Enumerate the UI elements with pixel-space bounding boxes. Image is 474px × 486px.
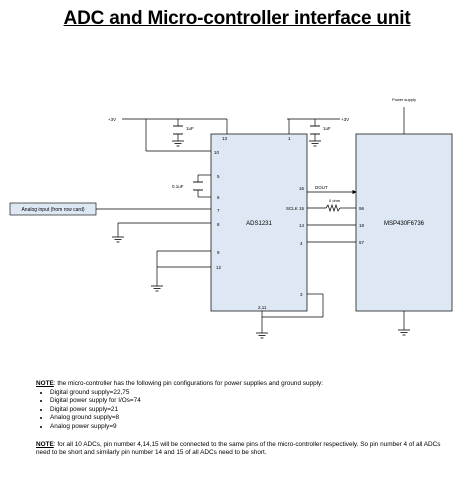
pin-label: 57 — [359, 240, 365, 245]
ground-icon — [172, 140, 184, 147]
pin-label: 15 — [299, 206, 305, 211]
list-item: Analog ground supply=8 — [50, 414, 446, 423]
list-item: Analog power supply=9 — [50, 423, 446, 432]
schematic-diagram: ADS1231 MSP430F6736 — [9, 97, 453, 339]
pin-label: 16 — [299, 186, 305, 191]
pin-config-list: Digital ground supply=22,75 Digital powe… — [36, 389, 446, 432]
pin-label: 9 — [217, 250, 220, 255]
ground-icon — [112, 236, 124, 243]
capacitor-icon — [193, 181, 203, 191]
list-item: Digital power supply for I/Os=74 — [50, 397, 446, 406]
adc-name: ADS1231 — [246, 221, 272, 227]
cap-label-right: 1uF — [323, 126, 331, 131]
pin-label: 14 — [299, 223, 305, 228]
pin-label: 5 — [217, 174, 220, 179]
ground-icon — [151, 285, 163, 292]
pin-label: 10 — [214, 150, 220, 155]
notes-section: NOTE: the micro-controller has the follo… — [36, 380, 446, 458]
analog-input-label: Analog input (from row card) — [21, 207, 84, 213]
pin-label: 7 — [217, 208, 220, 213]
cap-label-left: 1uF — [186, 126, 194, 131]
ground-icon — [256, 332, 268, 339]
capacitor-icon — [173, 125, 183, 135]
dout-label: DOUT — [315, 185, 328, 190]
page-title: ADC and Micro-controller interface unit — [63, 8, 411, 29]
resistor-symbol — [325, 203, 341, 213]
list-item: Digital ground supply=22,75 — [50, 389, 446, 398]
note-2: NOTE: for all 10 ADCs, pin number 4,14,1… — [36, 441, 446, 458]
note-text: : for all 10 ADCs, pin number 4,14,15 wi… — [36, 440, 441, 457]
analog-input-box — [9, 202, 97, 216]
pin-label: 1 — [288, 136, 291, 141]
pin-label: 6 — [217, 195, 220, 200]
adc-chip — [210, 133, 308, 312]
sclk-label: SCLK — [286, 206, 298, 211]
ground-icon — [398, 329, 410, 336]
mcu-name: MSP430F6736 — [384, 221, 425, 227]
pin-label: 18 — [359, 223, 365, 228]
note-tag: NOTE — [36, 440, 54, 448]
pin-label: 3 — [300, 292, 303, 297]
pin-label: 12 — [216, 265, 222, 270]
mcu-supply-label: Power supply — [392, 97, 416, 102]
capacitor-icon — [310, 125, 320, 135]
pin-label: 8 — [217, 222, 220, 227]
pin-label: 13 — [222, 136, 228, 141]
list-item: Digital power supply=21 — [50, 406, 446, 415]
rail-label-left: +3V — [108, 117, 116, 122]
ground-icon — [309, 140, 321, 147]
pin-label: 4 — [300, 241, 303, 246]
pin-label: 96 — [359, 206, 365, 211]
resistor-label: 0 ohm — [329, 198, 341, 203]
cap-label-pin5: 0.1uF — [172, 184, 184, 189]
rail-label-right: +3V — [341, 117, 349, 122]
note-1: NOTE: the micro-controller has the follo… — [36, 380, 446, 389]
wiring — [96, 107, 405, 333]
note-text: : the micro-controller has the following… — [53, 380, 324, 387]
note-tag: NOTE — [36, 380, 54, 387]
pin-label: 2,11 — [258, 305, 267, 310]
